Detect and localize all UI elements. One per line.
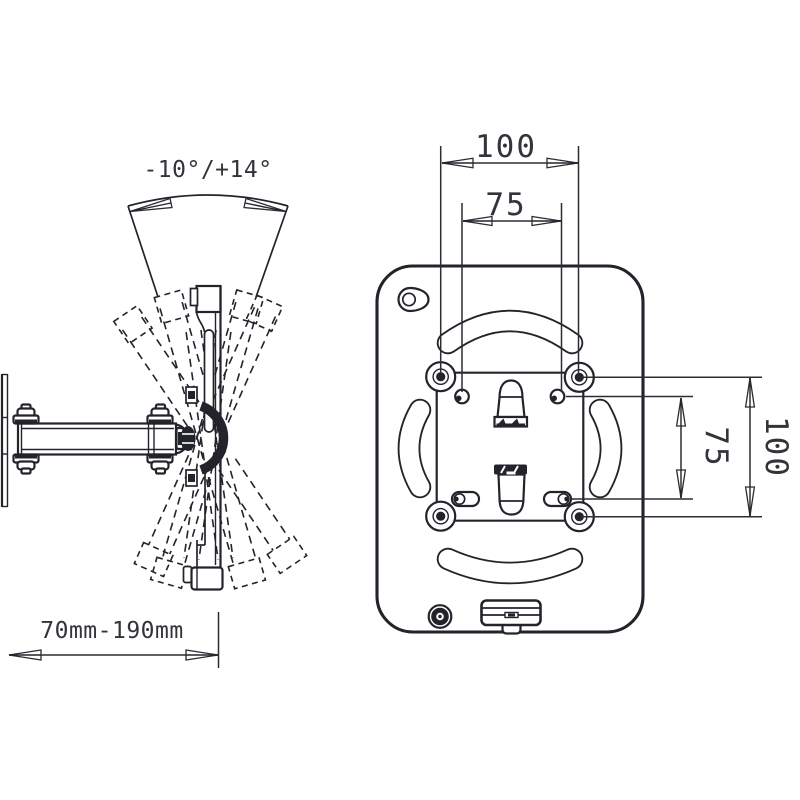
arm-bolts xyxy=(12,403,174,475)
extension-arm xyxy=(16,422,190,456)
bolt-bottom-left xyxy=(12,453,40,475)
bottom-latch xyxy=(480,599,542,635)
front-view: 100 75 75 xyxy=(375,129,794,635)
tilt-fan: -10°/+14° xyxy=(127,157,289,298)
vesa-slot-75-bottom-right xyxy=(542,490,573,508)
vesa-slot-75-bottom-left xyxy=(450,490,481,508)
dimension-right-75-label: 75 xyxy=(698,426,734,467)
vesa-hole-75-top-right xyxy=(549,388,566,405)
bolt-bottom-right xyxy=(146,453,174,475)
bolt-top-right xyxy=(146,403,174,425)
dimension-top-100-label: 100 xyxy=(475,129,537,165)
tilt-ghost-plates xyxy=(112,288,308,590)
upper-tilt-knob xyxy=(493,379,529,428)
left-curved-slot xyxy=(397,398,432,499)
right-curved-slot xyxy=(588,398,623,499)
plate-foot xyxy=(190,566,224,591)
tilt-arc xyxy=(127,194,289,207)
dimension-top-100: 100 xyxy=(439,129,580,374)
side-view: -10°/+14° xyxy=(0,157,308,668)
mounting-plate-side xyxy=(175,284,229,591)
dimension-top-75: 75 xyxy=(461,187,563,392)
extension-range-label: 70mm-190mm xyxy=(40,618,183,644)
vesa-hole-bottom-left xyxy=(432,507,450,525)
pivot-joint xyxy=(175,401,229,475)
lower-tilt-knob xyxy=(494,464,527,516)
tilt-angle-label: -10°/+14° xyxy=(143,157,272,183)
dimension-right-100: 100 xyxy=(581,376,794,518)
vesa-hole-75-top-left xyxy=(454,388,470,405)
dimension-top-75-label: 75 xyxy=(485,187,526,223)
keyhole-slot xyxy=(397,286,430,313)
wall-bracket xyxy=(0,373,9,508)
bottom-curved-slot xyxy=(436,547,584,585)
latch-tab xyxy=(501,622,522,635)
locking-knob xyxy=(427,604,453,629)
extension-dimension: 70mm-190mm xyxy=(8,612,220,668)
dimension-right-75: 75 xyxy=(566,395,734,500)
bolt-top-left xyxy=(12,403,40,425)
dimension-right-100-label: 100 xyxy=(758,416,794,478)
vesa-square xyxy=(425,361,595,533)
